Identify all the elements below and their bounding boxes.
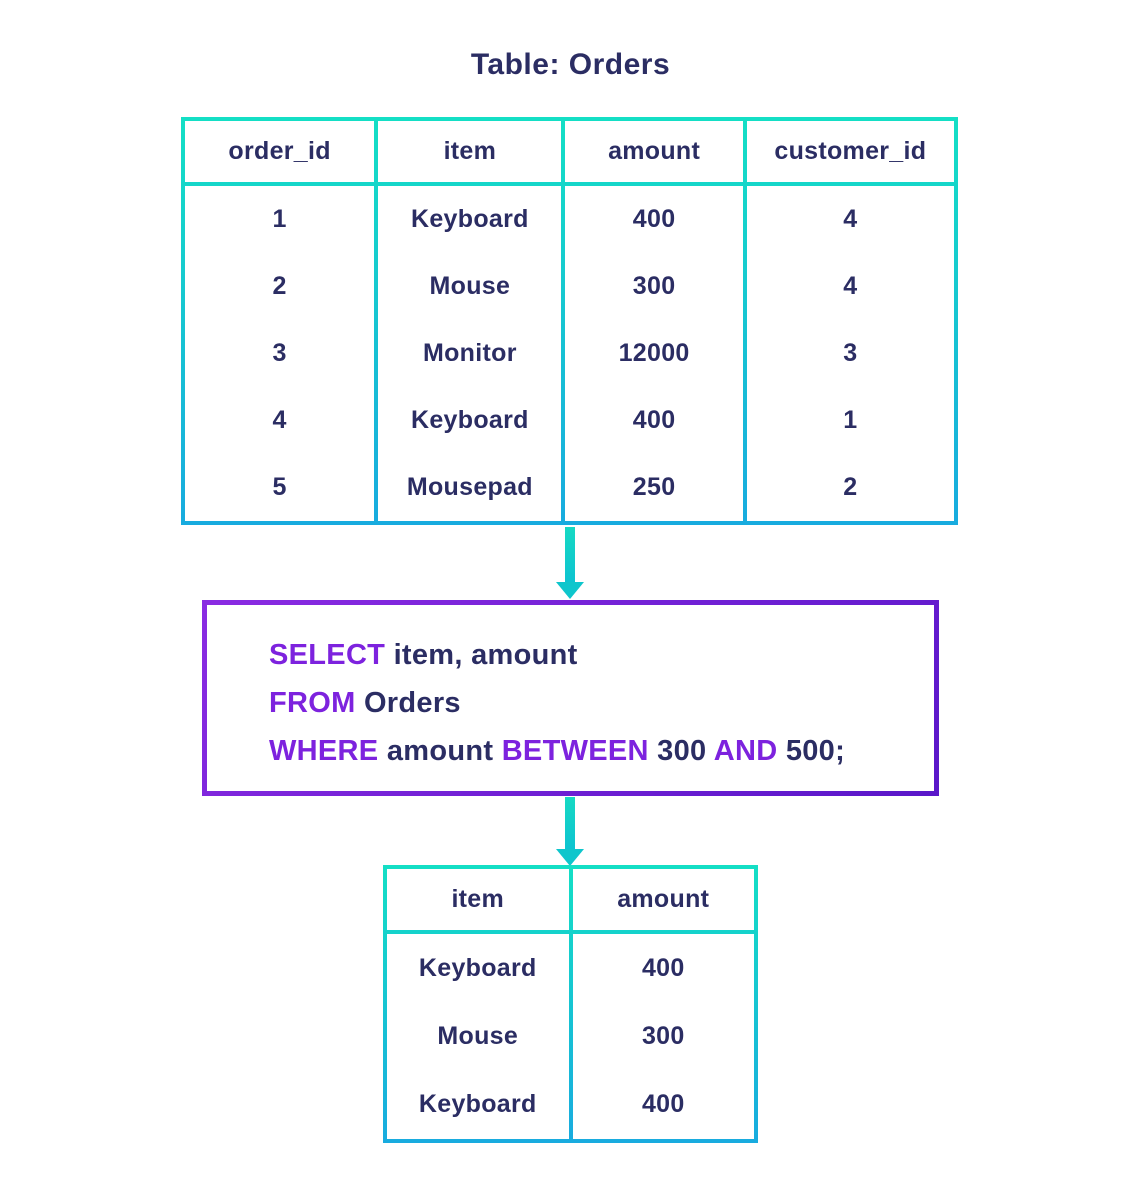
sql-text: 500; (785, 735, 846, 767)
table-cell: Mousepad (406, 473, 533, 501)
table-cell: 1 (272, 205, 287, 233)
sql-keyword: SELECT (269, 639, 394, 671)
table-cell: 5 (272, 473, 287, 501)
table-cell: 1 (843, 406, 858, 434)
arrow-head-icon (556, 582, 584, 599)
column-header: amount (565, 121, 743, 182)
table-cell: 300 (641, 1021, 685, 1050)
table-cell: 2 (843, 473, 858, 501)
table-cell: 12000 (618, 339, 690, 367)
table-cell: Mouse (429, 272, 511, 300)
arrow-down-2 (556, 797, 584, 866)
sql-text: Orders (363, 687, 461, 719)
sql-text: amount (386, 735, 502, 767)
table-cell: 400 (632, 406, 676, 434)
sql-keyword: BETWEEN (501, 735, 658, 767)
table-cell: Keyboard (418, 953, 537, 982)
table-cell: Keyboard (411, 205, 529, 233)
table-cell: 2 (272, 272, 287, 300)
arrow-down-1 (556, 527, 584, 599)
table-cell: 400 (641, 953, 685, 982)
table-cell: 400 (641, 1090, 685, 1119)
table-column-body: 1 2 3 4 5 (185, 186, 375, 521)
table-cell: Mouse (437, 1021, 519, 1050)
table-cell: 250 (632, 473, 676, 501)
column-header: order_id (185, 121, 375, 182)
sql-keyword: FROM (269, 687, 364, 719)
table-column-body: 400 300 400 (572, 934, 754, 1139)
table-cell: 300 (632, 272, 676, 300)
sql-line: WHERE amount BETWEEN 300 AND 500; (269, 727, 924, 775)
sql-text: item, amount (393, 639, 578, 671)
sql-keyword: WHERE (269, 735, 387, 767)
table-column-body: 400 300 12000 400 250 (565, 186, 743, 521)
table-cell: 3 (272, 339, 287, 367)
table-cell: 400 (632, 205, 676, 233)
sql-text: 300 (657, 735, 714, 767)
table-cell: Keyboard (411, 406, 529, 434)
arrow-stem (565, 797, 575, 849)
table-cell: 4 (272, 406, 287, 434)
sql-keyword: AND (713, 735, 786, 767)
arrow-head-icon (556, 849, 584, 866)
diagram-title: Table: Orders (470, 48, 671, 81)
column-header: customer_id (746, 121, 954, 182)
sql-line: SELECT item, amount (269, 631, 924, 679)
table-cell: 4 (843, 272, 858, 300)
column-header: item (378, 121, 562, 182)
table-cell: Monitor (422, 339, 517, 367)
column-header: item (387, 869, 569, 930)
table-cell: 3 (843, 339, 858, 367)
table-column-body: 4 4 3 1 2 (746, 186, 954, 521)
sql-line: FROM Orders (269, 679, 924, 727)
table-cell: 4 (843, 205, 858, 233)
arrow-stem (565, 527, 575, 582)
table-cell: Keyboard (418, 1090, 537, 1119)
column-header: amount (572, 869, 754, 930)
